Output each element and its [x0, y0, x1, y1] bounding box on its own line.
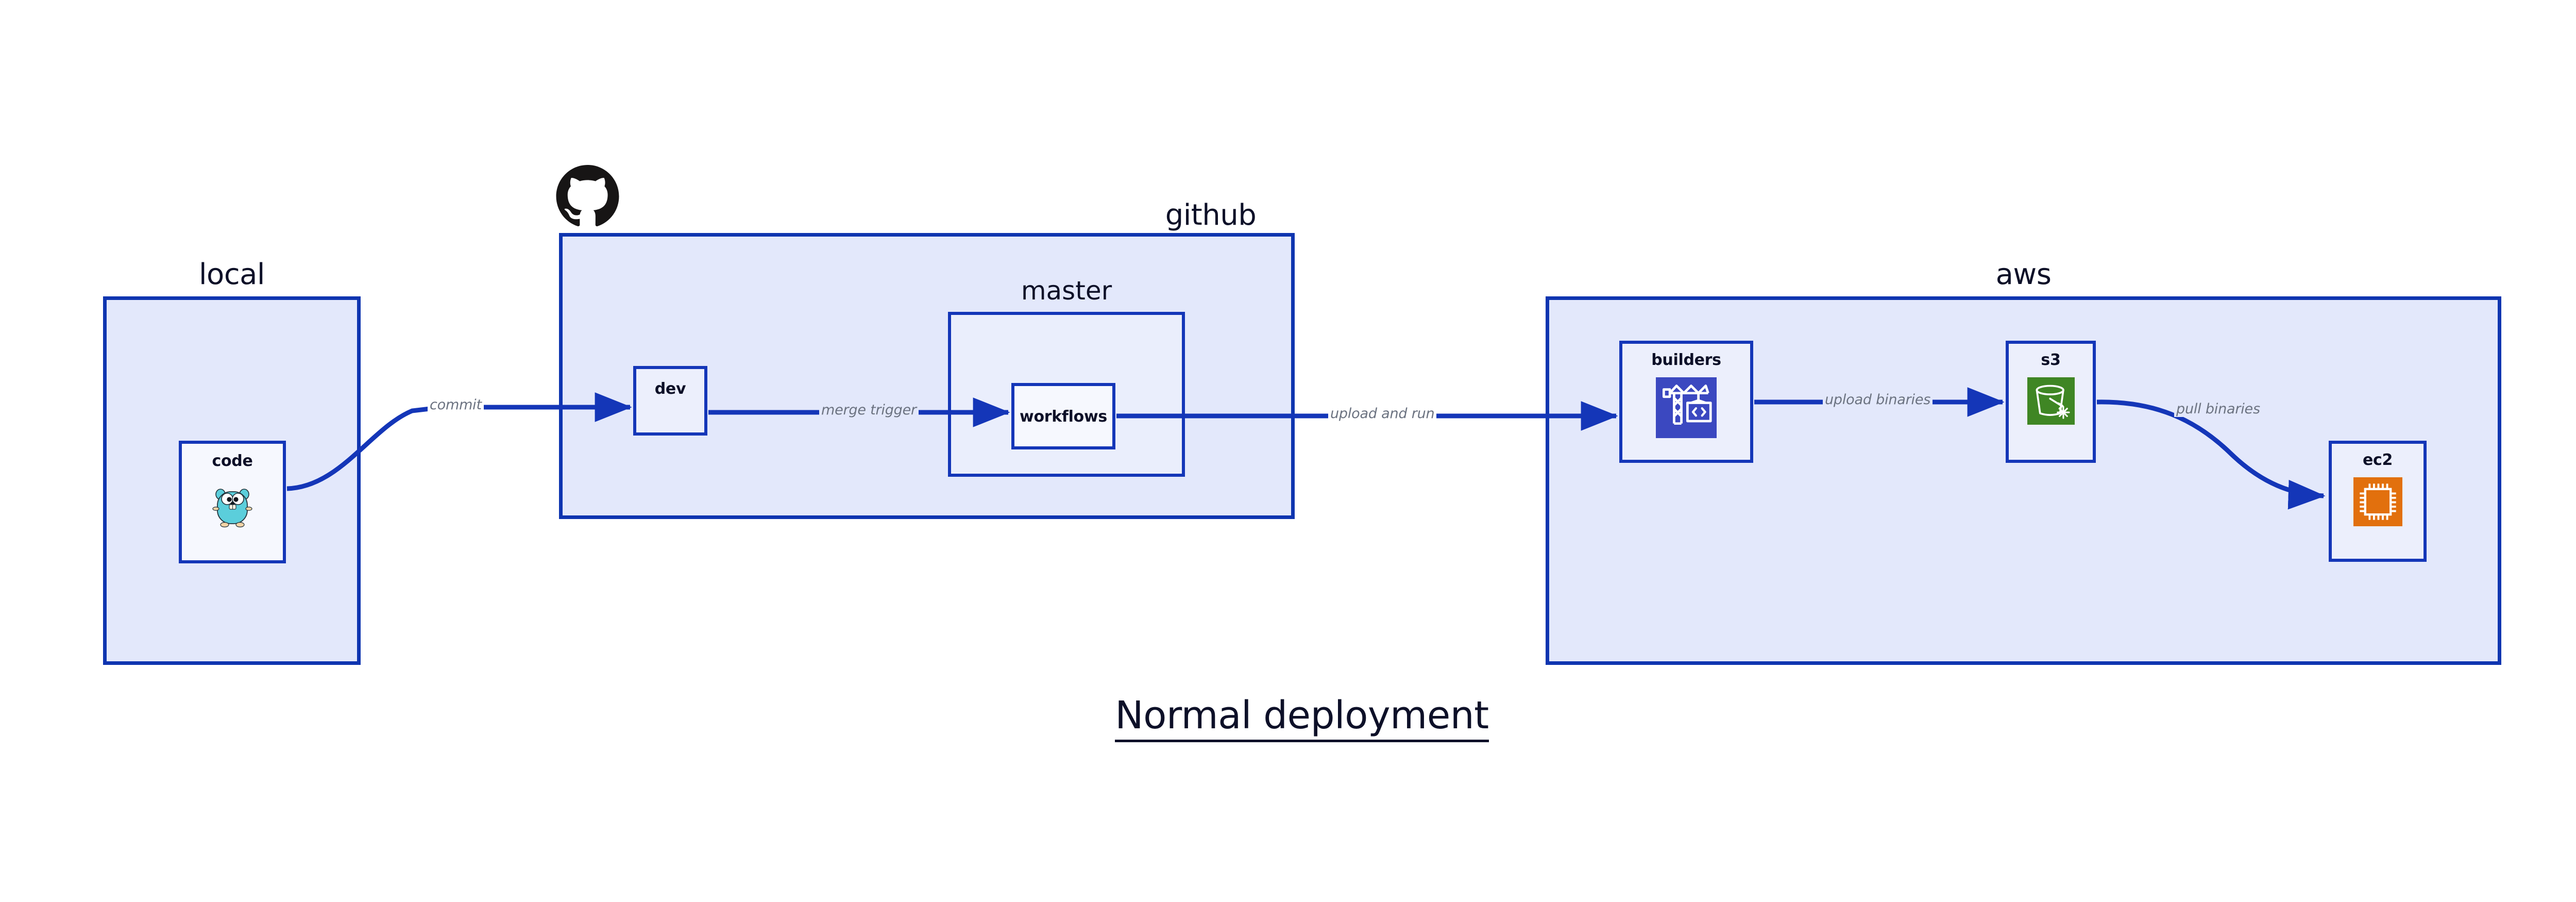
- node-dev[interactable]: dev: [633, 366, 707, 436]
- edge-label-upload-and-run: upload and run: [1328, 406, 1437, 422]
- group-label-github: github: [1165, 198, 1257, 232]
- edge-label-upload-binaries: upload binaries: [1823, 392, 1933, 408]
- edge-label-commit: commit: [428, 397, 484, 413]
- node-label-builders: builders: [1651, 351, 1721, 369]
- node-label-code: code: [212, 452, 253, 470]
- s3-bucket-icon: [2027, 377, 2075, 427]
- group-label-aws: aws: [1995, 258, 2052, 291]
- node-builders[interactable]: builders: [1619, 341, 1753, 463]
- node-s3[interactable]: s3: [2006, 341, 2096, 463]
- page-title-text: Normal deployment: [1115, 693, 1489, 742]
- subgroup-label-master: master: [1021, 276, 1112, 306]
- node-label-s3: s3: [2041, 351, 2061, 369]
- node-label-workflows: workflows: [1020, 408, 1107, 426]
- group-label-local: local: [199, 258, 265, 291]
- edge-label-pull-binaries: pull binaries: [2174, 401, 2262, 417]
- node-label-dev: dev: [654, 380, 686, 398]
- page-title: Normal deployment: [0, 693, 2576, 742]
- node-ec2[interactable]: ec2: [2329, 441, 2427, 562]
- edge-label-merge-trigger: merge trigger: [819, 402, 919, 418]
- cpu-chip-icon: [2353, 477, 2402, 528]
- crane-builders-icon: [1656, 377, 1717, 440]
- gopher-icon: [209, 480, 256, 534]
- github-logo-icon: [555, 165, 620, 230]
- node-label-ec2: ec2: [2362, 451, 2393, 469]
- node-code[interactable]: code: [179, 441, 286, 563]
- node-workflows[interactable]: workflows: [1011, 383, 1115, 449]
